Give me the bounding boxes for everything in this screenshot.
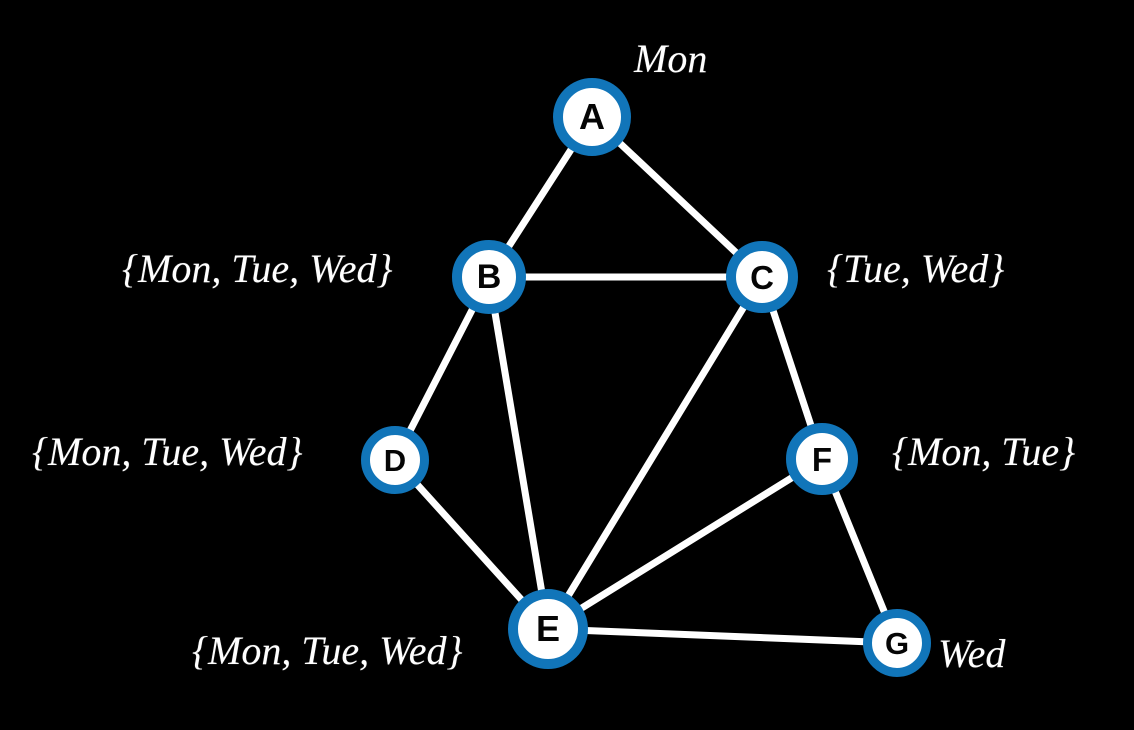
graph-node-label-b: B [476, 258, 502, 296]
edge-e-f [544, 455, 826, 633]
edge-c-e [544, 273, 766, 633]
domain-label-c: {Tue, Wed} [827, 246, 1005, 291]
domain-label-f: {Mon, Tue} [892, 429, 1076, 474]
graph-node-c[interactable]: C [726, 241, 798, 313]
edge-b-e [485, 273, 552, 633]
domain-label-g: Wed [938, 631, 1006, 676]
domain-label-e: {Mon, Tue, Wed} [192, 628, 463, 673]
graph-node-label-g: G [884, 625, 910, 661]
edge-e-g [544, 625, 901, 647]
graph-node-label-d: D [383, 442, 407, 478]
domain-label-b: {Mon, Tue, Wed} [122, 246, 393, 291]
graph-node-label-a: A [579, 96, 605, 137]
graph-node-label-e: E [535, 608, 560, 649]
graph-node-label-f: F [811, 440, 833, 478]
graph-node-b[interactable]: B [452, 240, 526, 314]
graph-node-f[interactable]: F [786, 423, 858, 495]
graph-node-d[interactable]: D [361, 426, 429, 494]
domain-label-a: Mon [634, 36, 708, 81]
graph-node-label-c: C [750, 258, 774, 296]
graph-node-a[interactable]: A [553, 78, 631, 156]
graph-node-g[interactable]: G [863, 609, 931, 677]
graph-node-e[interactable]: E [508, 589, 588, 669]
domain-label-d: {Mon, Tue, Wed} [32, 429, 303, 474]
